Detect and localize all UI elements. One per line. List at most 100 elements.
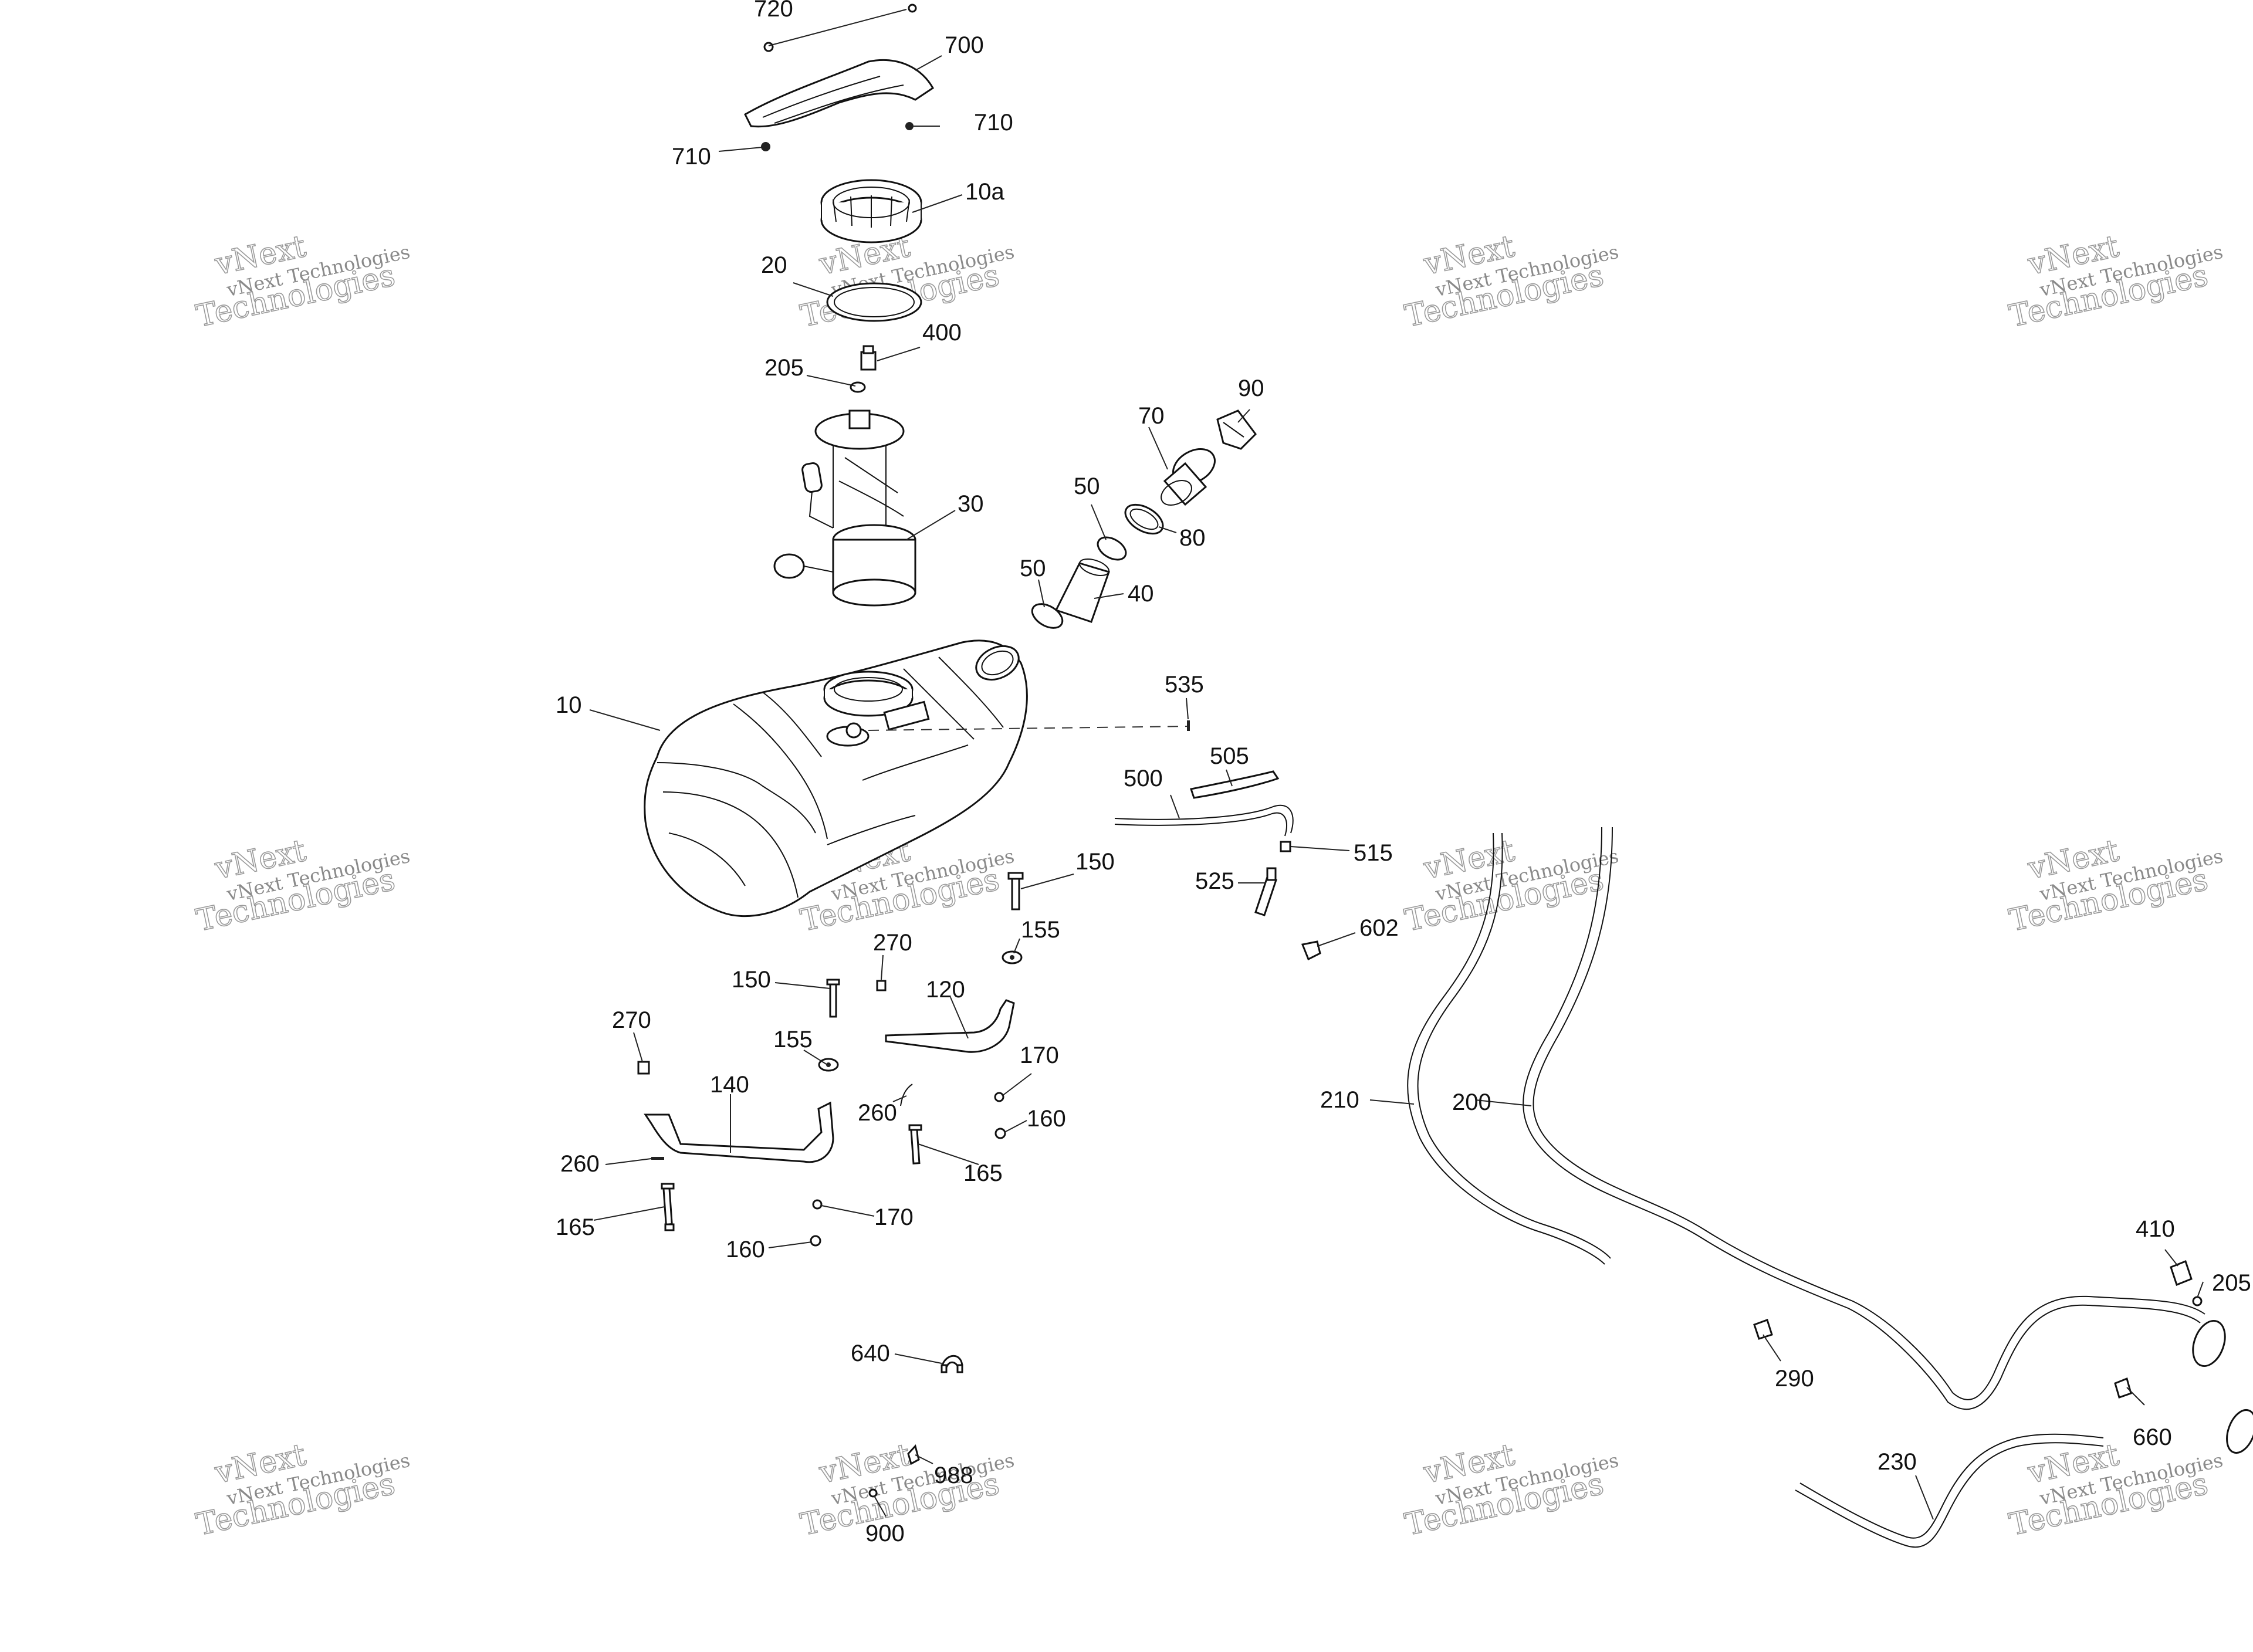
callout-90: 90 bbox=[1238, 375, 1264, 401]
part-fuel-tank-10 bbox=[644, 639, 1028, 918]
part-nut-270-left bbox=[637, 1061, 650, 1075]
part-fitting-515 bbox=[1280, 841, 1291, 852]
callout-525: 525 bbox=[1195, 868, 1234, 894]
callout-270-mid: 270 bbox=[873, 930, 912, 956]
callout-270-left: 270 bbox=[612, 1007, 651, 1033]
part-pin-260-left bbox=[651, 1157, 664, 1160]
watermark: vNext vNext Technologies Technologies bbox=[797, 1437, 1017, 1543]
callout-140: 140 bbox=[710, 1072, 749, 1098]
callout-230: 230 bbox=[1877, 1449, 1917, 1475]
part-clamp-80 bbox=[1124, 503, 1164, 535]
callout-160-right: 160 bbox=[1027, 1106, 1066, 1132]
part-nut-160-right bbox=[994, 1128, 1006, 1139]
callout-20: 20 bbox=[761, 252, 787, 278]
callout-505: 505 bbox=[1210, 743, 1249, 769]
callout-640: 640 bbox=[851, 1340, 890, 1366]
callout-165-left: 165 bbox=[556, 1214, 595, 1240]
callout-10: 10 bbox=[556, 692, 582, 718]
part-nut-170-right bbox=[994, 1092, 1004, 1102]
watermark: vNext vNext Technologies Technologies bbox=[1402, 228, 1621, 334]
callout-988: 988 bbox=[934, 1463, 973, 1488]
callout-50-upper: 50 bbox=[1074, 473, 1100, 499]
part-bracket-700 bbox=[744, 59, 934, 128]
callout-710-right: 710 bbox=[974, 110, 1013, 136]
callout-515: 515 bbox=[1354, 840, 1393, 866]
part-hose-500 bbox=[1114, 804, 1294, 837]
callout-535: 535 bbox=[1165, 672, 1204, 698]
part-line-200 bbox=[1523, 827, 2205, 1410]
leader-lines bbox=[589, 9, 2204, 1520]
part-fitting-400 bbox=[860, 345, 877, 371]
part-washer-155-lower bbox=[818, 1058, 839, 1072]
part-end-fitting-right bbox=[2192, 1319, 2253, 1454]
part-line-230 bbox=[1795, 1433, 2104, 1548]
callout-710-left: 710 bbox=[672, 144, 711, 170]
callout-260-left: 260 bbox=[560, 1151, 600, 1177]
callout-10a: 10a bbox=[965, 179, 1004, 205]
part-cap-90 bbox=[1216, 409, 1257, 450]
callout-120: 120 bbox=[926, 977, 965, 1003]
callout-205-top: 205 bbox=[764, 355, 804, 381]
part-bracket-120 bbox=[885, 999, 1015, 1053]
part-clamp-640 bbox=[941, 1355, 963, 1373]
callout-602: 602 bbox=[1359, 915, 1399, 941]
callout-410: 410 bbox=[2136, 1216, 2175, 1242]
part-nut-170-left bbox=[812, 1199, 823, 1210]
watermark: vNext vNext Technologies Technologies bbox=[2006, 228, 2225, 334]
callout-260-mid: 260 bbox=[858, 1100, 897, 1126]
callout-70: 70 bbox=[1138, 403, 1165, 429]
screw-710-left bbox=[761, 142, 770, 151]
watermark: vNext vNext Technologies Technologies bbox=[1402, 1437, 1621, 1543]
part-clamp-205-right bbox=[2192, 1296, 2203, 1306]
part-900 bbox=[868, 1488, 878, 1498]
callout-155-upper: 155 bbox=[1021, 917, 1060, 943]
watermark: vNext vNext Technologies Technologies bbox=[193, 832, 412, 939]
callout-50-lower: 50 bbox=[1020, 556, 1046, 581]
callout-80: 80 bbox=[1179, 525, 1206, 551]
part-bolt-165-left bbox=[661, 1183, 675, 1231]
callout-40: 40 bbox=[1128, 581, 1154, 607]
callout-170-left: 170 bbox=[874, 1204, 914, 1230]
callout-700: 700 bbox=[945, 32, 984, 58]
part-hose-40 bbox=[1054, 558, 1110, 623]
callout-165-right: 165 bbox=[963, 1160, 1003, 1186]
callout-160-left: 160 bbox=[726, 1237, 765, 1262]
watermark: vNext vNext Technologies Technologies bbox=[193, 228, 412, 334]
part-screw-535 bbox=[1187, 720, 1190, 731]
callout-200: 200 bbox=[1452, 1089, 1491, 1115]
callout-155-lower: 155 bbox=[773, 1027, 813, 1052]
part-nut-270-mid bbox=[876, 980, 887, 991]
callout-30: 30 bbox=[958, 491, 984, 517]
part-lock-ring-10a bbox=[820, 179, 922, 243]
callout-170-right: 170 bbox=[1020, 1042, 1059, 1068]
callout-150-upper: 150 bbox=[1075, 849, 1115, 875]
callout-290: 290 bbox=[1775, 1366, 1814, 1392]
part-clamp-205-top bbox=[850, 381, 866, 393]
part-neck-70 bbox=[1161, 448, 1216, 506]
callout-205-right: 205 bbox=[2212, 1270, 2251, 1296]
watermark: vNext vNext Technologies Technologies bbox=[1402, 832, 1621, 939]
watermark: vNext vNext Technologies Technologies bbox=[2006, 832, 2225, 939]
part-clip-290 bbox=[1753, 1319, 1773, 1340]
screw-720-right bbox=[908, 4, 917, 13]
part-bolt-165-right bbox=[908, 1124, 922, 1164]
part-clip-660 bbox=[2114, 1377, 2132, 1399]
part-bracket-140 bbox=[644, 1101, 834, 1163]
part-pin-260-mid bbox=[900, 1084, 913, 1106]
part-nut-160-left bbox=[810, 1235, 821, 1247]
screw-710-right bbox=[905, 122, 914, 130]
part-fitting-525 bbox=[1254, 867, 1277, 916]
callout-720: 720 bbox=[754, 0, 793, 22]
part-gasket-20 bbox=[826, 282, 922, 322]
callout-150-lower: 150 bbox=[732, 967, 771, 993]
part-bolt-150-lower bbox=[826, 979, 840, 1018]
part-fitting-410 bbox=[2170, 1260, 2193, 1286]
watermark: vNext vNext Technologies Technologies bbox=[193, 1437, 412, 1543]
part-line-210 bbox=[1407, 832, 1611, 1265]
callout-660: 660 bbox=[2133, 1424, 2172, 1450]
dashed-connector-535 bbox=[868, 726, 1189, 731]
part-washer-155-upper bbox=[1002, 950, 1023, 964]
part-bolt-150-upper bbox=[1007, 872, 1024, 910]
part-hose-505 bbox=[1190, 770, 1280, 799]
